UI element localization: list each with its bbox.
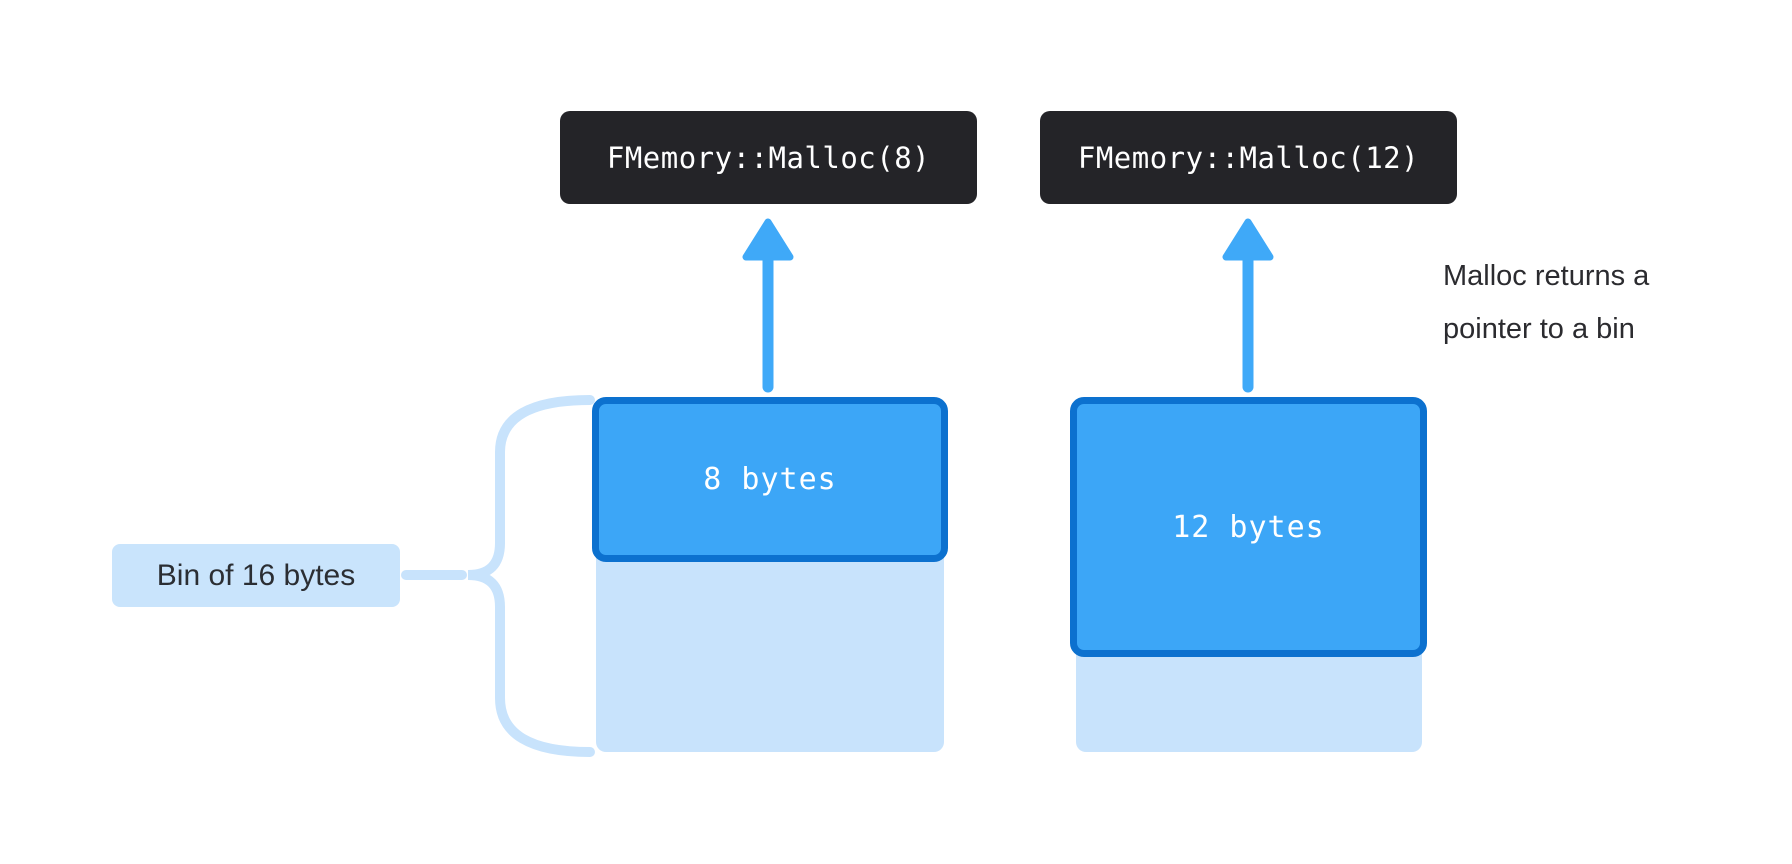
bin-2-free-space — [1076, 643, 1422, 752]
bin-1-free-space — [596, 548, 944, 752]
bin-2-allocated-label: 12 bytes — [1172, 509, 1325, 545]
malloc-12-code-box: FMemory::Malloc(12) — [1040, 111, 1457, 204]
malloc-12-code-label: FMemory::Malloc(12) — [1077, 140, 1420, 175]
malloc-8-code-box: FMemory::Malloc(8) — [560, 111, 977, 204]
malloc-8-code-label: FMemory::Malloc(8) — [606, 140, 931, 175]
malloc-annotation-line-2: pointer to a bin — [1443, 313, 1635, 345]
bin-1-allocated-block: 8 bytes — [592, 397, 948, 562]
malloc-annotation: Malloc returns a pointer to a bin — [1443, 250, 1649, 356]
bin-1-allocated-label: 8 bytes — [703, 462, 837, 497]
bin-size-label: Bin of 16 bytes — [112, 544, 400, 607]
arrow-up-icon — [1222, 218, 1274, 393]
arrow-up-icon — [742, 218, 794, 393]
brace-left-icon — [401, 395, 595, 757]
malloc-annotation-line-1: Malloc returns a — [1443, 260, 1650, 292]
bin-size-label-text: Bin of 16 bytes — [156, 558, 356, 592]
bin-2-allocated-block: 12 bytes — [1070, 397, 1427, 657]
